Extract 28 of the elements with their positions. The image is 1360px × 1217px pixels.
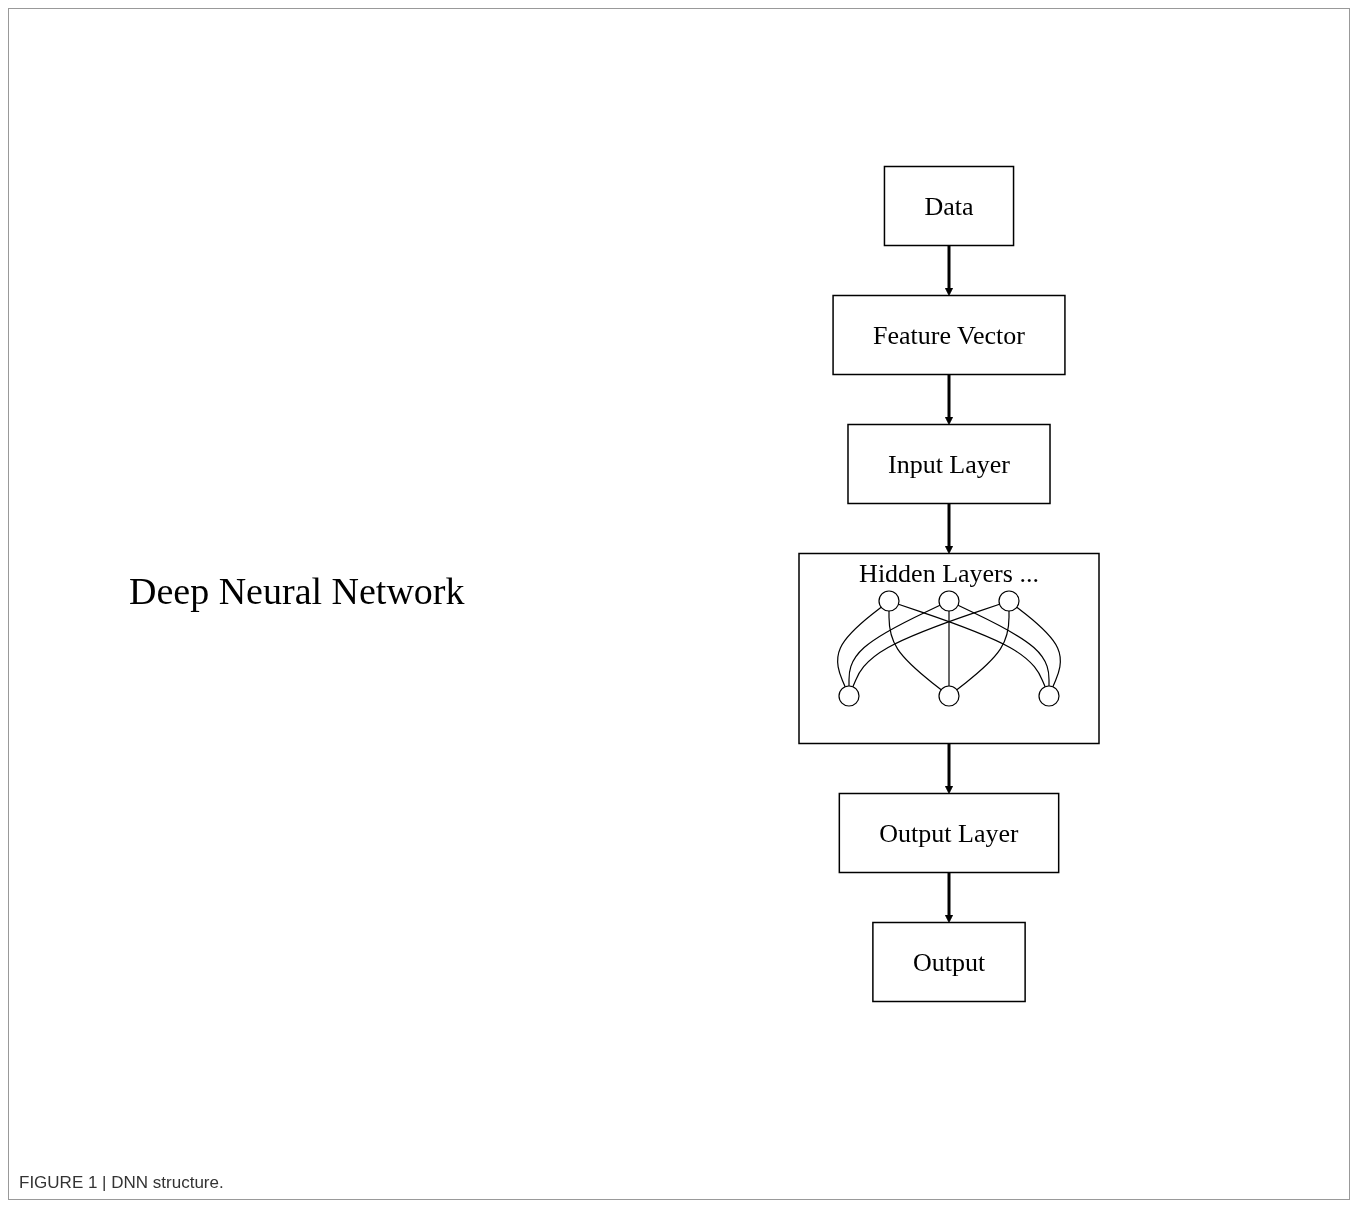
node-box: Output Layer <box>838 792 1060 874</box>
arrow <box>944 245 954 296</box>
cluster: Hidden Layers ... <box>798 552 1100 745</box>
node-box: Input Layer <box>847 423 1051 505</box>
node-box: Feature Vector <box>832 294 1066 376</box>
figure-caption: FIGURE 1 | DNN structure. <box>19 1173 224 1192</box>
connector <box>852 603 1001 688</box>
node-circle <box>1038 685 1060 707</box>
node-circle <box>878 590 900 612</box>
node-box: Data <box>883 165 1015 247</box>
node-circle <box>998 590 1020 612</box>
connector <box>1016 606 1061 688</box>
arrow <box>944 503 954 554</box>
node-circle <box>938 590 960 612</box>
connector <box>837 606 882 688</box>
connector <box>956 610 1010 691</box>
arrow <box>944 743 954 794</box>
connector <box>897 603 1046 688</box>
connector <box>948 610 950 687</box>
connector <box>888 610 942 691</box>
arrow <box>944 374 954 425</box>
node-circle <box>838 685 860 707</box>
side-label: Deep Neural Network <box>129 569 465 613</box>
connector <box>957 604 1050 687</box>
node-circle <box>938 685 960 707</box>
arrow <box>944 872 954 923</box>
node-box: Output <box>872 921 1026 1003</box>
connector <box>848 604 941 687</box>
